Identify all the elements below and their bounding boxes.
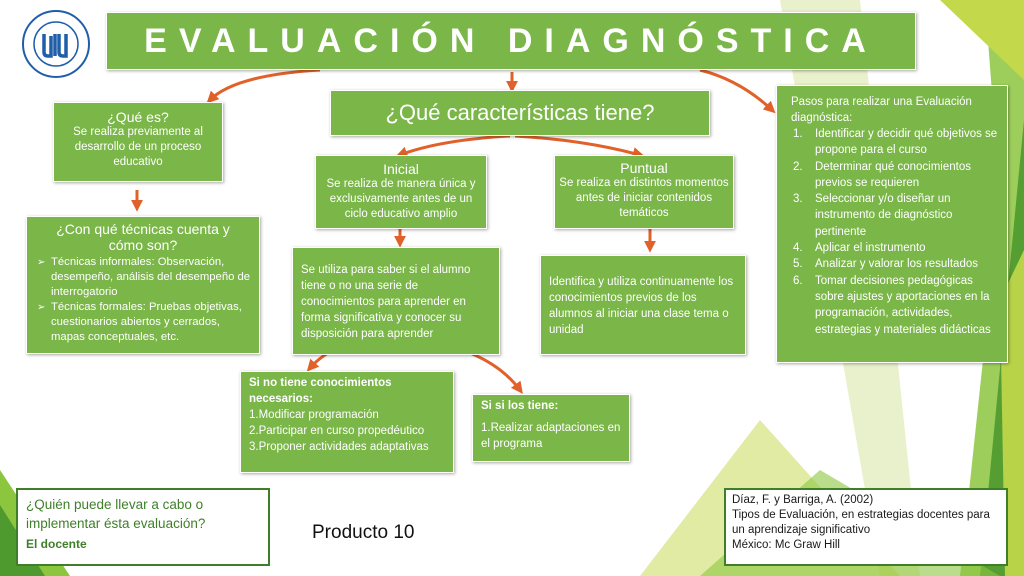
reference-line-2: Tipos de Evaluación, en estrategias doce… (732, 509, 990, 536)
title-banner: EVALUACIÓN DIAGNÓSTICA (106, 12, 916, 70)
inicial-box: Inicial Se realiza de manera única y exc… (315, 155, 487, 229)
list-item: 5.Analizar y valorar los resultados (793, 258, 978, 271)
triangle-bullet-icon: ➢ (37, 257, 46, 268)
list-item: ➢Técnicas formales: Pruebas objetivas, c… (37, 301, 242, 343)
quien-question: ¿Quién puede llevar a cabo o implementar… (26, 497, 206, 531)
puntual-uso-text: Identifica y utiliza continuamente los c… (549, 276, 734, 336)
inicial-uso-text: Se utiliza para saber si el alumno tiene… (301, 264, 471, 340)
page-title: EVALUACIÓN DIAGNÓSTICA (144, 22, 878, 60)
list-item: 2.Determinar qué conocimientos previos s… (793, 160, 971, 189)
logo-seal-icon (22, 10, 90, 78)
si-tiene-body: 1.Realizar adaptaciones en el programa (481, 422, 621, 450)
pasos-heading: Pasos para realizar una Evaluación diagn… (791, 96, 972, 124)
center-question: ¿Qué características tiene? (385, 100, 655, 125)
list-item: 3.Proponer actividades adaptativas (249, 441, 429, 453)
triangle-bullet-icon: ➢ (37, 302, 46, 313)
list-item: 2.Participar en curso propedéutico (249, 425, 425, 437)
no-tiene-box: Si no tiene conocimientos necesarios: 1.… (240, 371, 454, 473)
puntual-body: Se realiza en distintos momentos antes d… (559, 177, 729, 219)
list-item: 3.Seleccionar y/o diseñar un instrumento… (793, 193, 953, 238)
puntual-box: Puntual Se realiza en distintos momentos… (554, 155, 734, 229)
list-item: 4.Aplicar el instrumento (793, 242, 926, 255)
inicial-heading: Inicial (383, 161, 419, 177)
list-item: ➢Técnicas informales: Observación, desem… (37, 256, 251, 298)
puntual-uso-box: Identifica y utiliza continuamente los c… (540, 255, 746, 355)
center-question-box: ¿Qué características tiene? (330, 90, 710, 136)
reference-line-3: México: Mc Graw Hill (732, 539, 840, 551)
inicial-uso-box: Se utiliza para saber si el alumno tiene… (292, 247, 500, 355)
quien-answer: El docente (26, 537, 87, 551)
puntual-heading: Puntual (620, 160, 668, 176)
pasos-list: 1.Identificar y decidir qué objetivos se… (785, 126, 999, 338)
list-item: 1.Modificar programación (249, 409, 379, 421)
no-tiene-heading: Si no tiene conocimientos necesarios: (249, 377, 392, 405)
school-logo (11, 8, 101, 80)
que-es-box: ¿Qué es? Se realiza previamente al desar… (53, 102, 223, 182)
quien-box: ¿Quién puede llevar a cabo o implementar… (16, 488, 270, 566)
reference-line-1: Díaz, F. y Barriga, A. (2002) (732, 494, 874, 506)
pasos-box: Pasos para realizar una Evaluación diagn… (776, 85, 1008, 363)
inicial-body: Se realiza de manera única y exclusivame… (326, 178, 476, 220)
tecnicas-heading: ¿Con qué técnicas cuenta y cómo son? (56, 221, 230, 253)
product-label: Producto 10 (312, 522, 415, 543)
tecnicas-box: ¿Con qué técnicas cuenta y cómo son? ➢Té… (26, 216, 260, 354)
que-es-body: Se realiza previamente al desarrollo de … (73, 126, 203, 168)
reference-box: Díaz, F. y Barriga, A. (2002) Tipos de E… (724, 488, 1008, 566)
list-item: 6.Tomar decisiones pedagógicas sobre aju… (793, 274, 991, 336)
list-item: 1.Identificar y decidir qué objetivos se… (793, 128, 998, 157)
tecnicas-list: ➢Técnicas informales: Observación, desem… (35, 255, 251, 345)
si-tiene-box: Si si los tiene: 1.Realizar adaptaciones… (472, 394, 630, 462)
que-es-heading: ¿Qué es? (107, 109, 169, 125)
si-tiene-heading: Si si los tiene: (481, 400, 559, 412)
